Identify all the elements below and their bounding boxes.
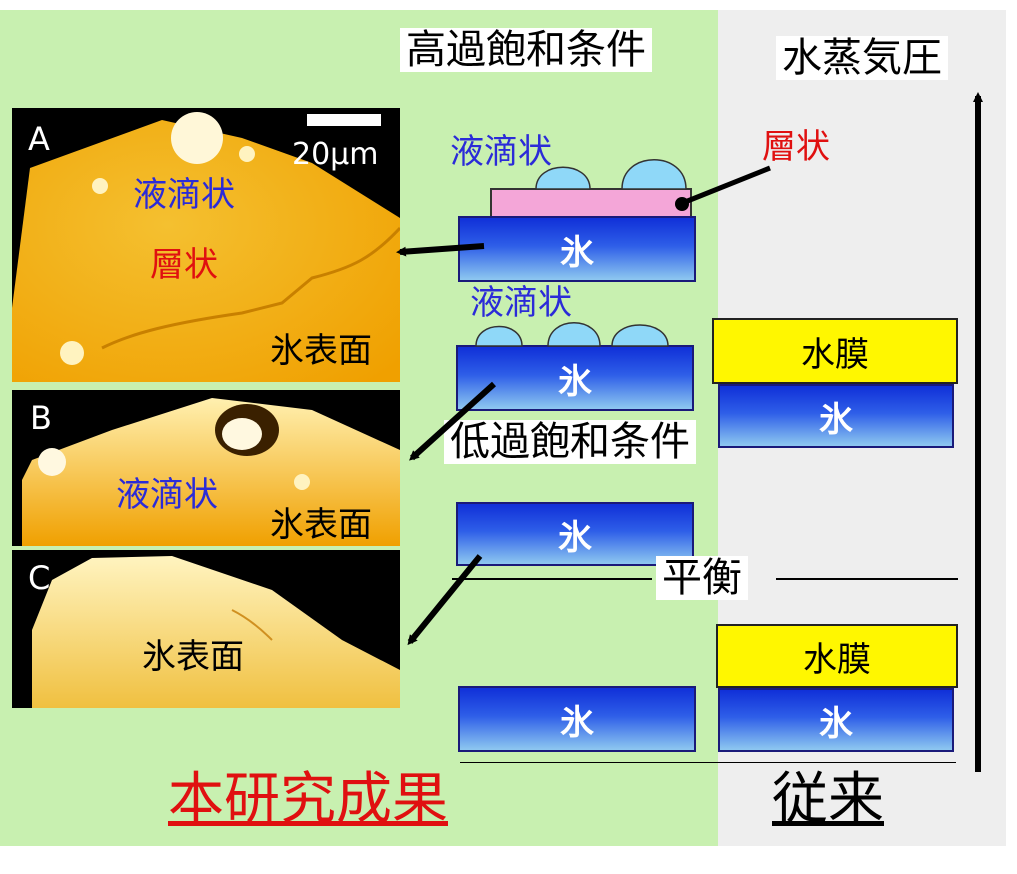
equilibrium-label: 平衡: [656, 556, 748, 600]
ice-block-equilibrium: 氷: [456, 502, 694, 566]
droplet-high-1: [535, 166, 591, 190]
layer-label: 層状: [762, 127, 830, 167]
photo-a-ice-surface-label: 氷表面: [270, 331, 372, 371]
ice-block-conventional-upper: 氷: [718, 384, 954, 448]
micrograph-b: [12, 390, 400, 546]
baseline: [460, 762, 956, 763]
photo-a-layer-label: 層状: [150, 245, 218, 285]
equilibrium-line-right: [776, 578, 958, 580]
high-supersaturation-title: 高過飽和条件: [400, 28, 652, 72]
ice-block-bottom: 氷: [458, 686, 696, 752]
panel-label-b: B: [30, 399, 52, 437]
photo-b-droplet-label: 液滴状: [116, 475, 218, 515]
arrow-to-photo-a: [396, 243, 485, 257]
arrow-to-photo-b: [409, 381, 497, 461]
droplet-low-2: [547, 322, 601, 347]
low-supersaturation-title: 低過飽和条件: [444, 420, 696, 464]
photo-a-droplet-label: 液滴状: [133, 175, 235, 215]
droplet-label-low: 液滴状: [470, 283, 572, 323]
ice-block-low: 氷: [456, 345, 694, 411]
photo-c-ice-surface-label: 氷表面: [142, 637, 244, 677]
this-study-label: 本研究成果: [168, 767, 448, 832]
droplet-low-3: [611, 324, 669, 347]
water-film-lower: 水膜: [716, 624, 958, 688]
panel-label-a: A: [28, 120, 50, 158]
panel-label-c: C: [28, 559, 51, 597]
droplet-high-2: [621, 159, 687, 190]
micrograph-c: [12, 550, 400, 708]
droplet-label-high: 液滴状: [450, 132, 552, 172]
equilibrium-line-left: [452, 578, 652, 580]
micrograph-a: [12, 108, 400, 382]
vapor-pressure-label: 水蒸気圧: [776, 36, 948, 80]
layer-leader-line: [679, 165, 771, 207]
photo-b-ice-surface-label: 氷表面: [270, 505, 372, 545]
layer-leader-dot: [675, 197, 689, 211]
conventional-label: 従来: [772, 767, 884, 832]
ice-block-high: 氷: [458, 216, 696, 282]
arrow-to-photo-c: [407, 554, 483, 646]
water-film-upper: 水膜: [712, 318, 958, 384]
ice-block-conventional-lower: 氷: [718, 688, 954, 752]
droplet-low-1: [475, 325, 523, 347]
scale-bar-label: 20μm: [292, 137, 379, 172]
